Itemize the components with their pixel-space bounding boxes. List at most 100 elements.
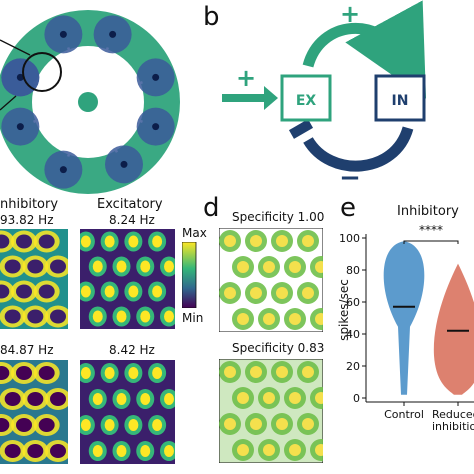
- activity-bump-core: [0, 366, 10, 380]
- plus-left: +: [236, 64, 256, 92]
- highlight-node-ring: [22, 52, 62, 92]
- activity-bump-core: [104, 419, 115, 431]
- heatmap-inh-top: [0, 229, 68, 329]
- specificity-bump-core: [263, 261, 275, 273]
- specificity-bump-core: [263, 444, 275, 456]
- network-node-center: [109, 30, 117, 38]
- colorbar: [182, 242, 197, 308]
- specificity-bump-core: [289, 313, 301, 325]
- activity-bump-core: [16, 234, 32, 249]
- specificity-bump-core: [302, 366, 314, 378]
- activity-bump-core: [50, 259, 66, 274]
- specificity-bump-core: [263, 313, 275, 325]
- network-node-center: [59, 166, 67, 174]
- specificity-bump-core: [276, 418, 288, 430]
- activity-bump-core: [4, 392, 21, 406]
- panel-b-label: b: [203, 2, 220, 32]
- input-arrow-head: [264, 86, 278, 110]
- heatmap-exc-top: [80, 229, 175, 329]
- specificity-bump-core: [250, 287, 262, 299]
- activity-bump-core: [140, 393, 151, 405]
- activity-bump-core: [38, 366, 55, 380]
- activity-bump-core: [50, 309, 66, 324]
- activity-bump-core: [104, 367, 115, 379]
- network-node-center: [120, 160, 128, 168]
- panel-a-ring-network: [0, 10, 180, 194]
- activity-bump-core: [116, 260, 127, 273]
- y-axis-label: spikes/sec: [337, 279, 351, 341]
- activity-bump-core: [16, 284, 32, 299]
- plus-top: +: [340, 0, 360, 28]
- activity-bump-core: [164, 393, 174, 405]
- activity-bump-core: [140, 260, 151, 273]
- activity-bump-core: [80, 235, 91, 248]
- activity-bump-core: [27, 444, 44, 458]
- specificity-bump-core: [224, 418, 236, 430]
- activity-bump-core: [16, 366, 32, 380]
- activity-bump-core: [0, 418, 10, 432]
- activity-bump-core: [27, 259, 44, 274]
- in-box: [374, 74, 426, 122]
- activity-bump-core: [80, 285, 91, 298]
- y-tick-label: 0: [353, 392, 360, 405]
- specificity-bump-core: [289, 261, 301, 273]
- center-node: [78, 92, 98, 112]
- inhibitory-bar-end: [288, 119, 314, 139]
- heatmap-inh-bottom: [0, 360, 68, 464]
- activity-bump-core: [164, 445, 174, 457]
- activity-bump-core: [80, 367, 91, 379]
- panel-d-label: d: [203, 193, 220, 223]
- specificity-bottom-title: Specificity 0.83: [232, 341, 325, 355]
- specificity-top-title: Specificity 1.00: [232, 210, 325, 224]
- panel-b-diagram: EX IN + + −: [222, 0, 427, 190]
- specificity-bump-core: [315, 444, 323, 456]
- activity-bump-core: [152, 235, 163, 248]
- activity-bump-core: [104, 285, 115, 298]
- specificity-bump-core: [302, 235, 314, 247]
- y-tick-label: 20: [346, 360, 360, 373]
- x-label-control: Control: [384, 408, 424, 421]
- specificity-bump-core: [237, 261, 249, 273]
- specificity-bump-core: [289, 444, 301, 456]
- violin-control: [383, 241, 425, 395]
- inhibitory-arc: [303, 126, 414, 172]
- y-tick-label: 60: [346, 296, 360, 309]
- excitatory-column-title: Excitatory: [97, 197, 163, 212]
- activity-bump-core: [4, 444, 21, 458]
- activity-bump-core: [38, 284, 55, 299]
- x-label-reduced: Reduced: [432, 408, 474, 421]
- violin-title: Inhibitory: [397, 204, 459, 219]
- network-node-center: [59, 30, 67, 38]
- x-label-inhibition: inhibition: [432, 420, 474, 433]
- pointer-line: [0, 39, 31, 56]
- activity-bump-core: [80, 419, 91, 431]
- activity-bump-core: [50, 444, 66, 458]
- specificity-bump-core: [289, 392, 301, 404]
- specificity-bump-core: [276, 235, 288, 247]
- specificity-bump-core: [302, 418, 314, 430]
- network-node-center: [152, 73, 160, 81]
- activity-bump-core: [92, 393, 103, 405]
- heatmap-exc-bottom: [80, 360, 175, 464]
- activity-bump-core: [104, 235, 115, 248]
- specificity-bump-core: [224, 366, 236, 378]
- activity-bump-core: [116, 393, 127, 405]
- specificity-bump-core: [276, 366, 288, 378]
- network-node-center: [152, 123, 160, 131]
- minus-bottom: −: [339, 163, 361, 190]
- panel-e-label: e: [340, 193, 356, 223]
- y-tick-label: 100: [339, 232, 360, 245]
- violin-reduced-inhibition: [433, 263, 474, 395]
- specificity-bump-core: [224, 287, 236, 299]
- specificity-bump-core: [302, 287, 314, 299]
- top-exc-rate: 8.24 Hz: [109, 213, 155, 227]
- activity-bump-core: [128, 285, 139, 298]
- activity-bump-core: [38, 234, 55, 249]
- nodes: [1, 15, 175, 189]
- network-node-center: [16, 73, 24, 81]
- specificity-bump-core: [263, 392, 275, 404]
- activity-bump-core: [164, 260, 174, 273]
- activity-bump-core: [116, 310, 127, 323]
